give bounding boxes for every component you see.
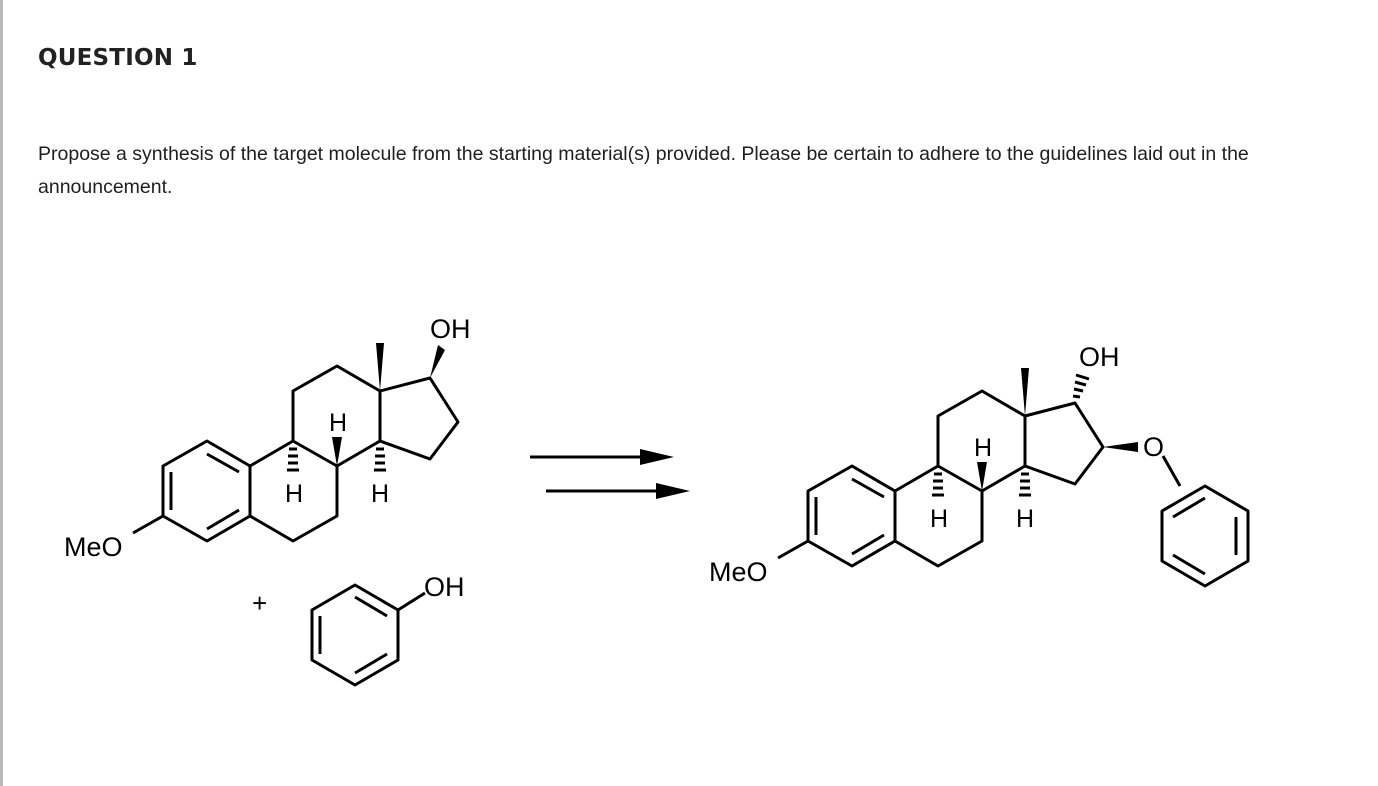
question-title: QUESTION 1 xyxy=(38,45,198,71)
methyl-wedge xyxy=(376,343,384,391)
product-structure xyxy=(777,389,1250,588)
sm-oh-label: OH xyxy=(430,314,471,344)
product-methyl-wedge xyxy=(1021,368,1029,416)
product-h-wedge xyxy=(977,462,987,491)
sm-meo-label: MeO xyxy=(64,532,123,562)
product-hashed-bond-c9 xyxy=(932,472,944,497)
arrowhead-lower xyxy=(656,483,690,499)
arrowhead-upper xyxy=(640,449,674,465)
oh-wedge xyxy=(430,345,445,378)
hashed-bond-c9 xyxy=(287,447,299,472)
product-meo-label: MeO xyxy=(709,557,768,587)
panel-left-border xyxy=(0,0,3,786)
product-ether-o-label: O xyxy=(1143,432,1164,462)
phenol-oh-label: OH xyxy=(424,572,465,602)
sm-h-label-c8: H xyxy=(329,409,347,437)
plus-sign: + xyxy=(252,588,267,618)
product-oh-hashed-bond xyxy=(1072,373,1090,399)
question-prompt: Propose a synthesis of the target molecu… xyxy=(38,143,1249,198)
retrosynthetic-arrow xyxy=(530,455,662,493)
h-wedge xyxy=(332,437,342,466)
product-oh-label: OH xyxy=(1079,342,1120,372)
sm-h-label-c9: H xyxy=(285,480,303,508)
starting-material-structure xyxy=(132,364,460,543)
reaction-scheme: MeO OH H H H + OH xyxy=(64,314,1250,687)
product-hashed-bond-c14 xyxy=(1019,472,1031,497)
product-h-label-c8: H xyxy=(974,434,992,462)
sm-h-label-c14: H xyxy=(371,480,389,508)
product-h-label-c14: H xyxy=(1016,505,1034,533)
product-o-wedge xyxy=(1103,442,1138,452)
phenol-structure xyxy=(310,583,426,687)
product-h-label-c9: H xyxy=(930,505,948,533)
hashed-bond-c14 xyxy=(374,447,386,472)
